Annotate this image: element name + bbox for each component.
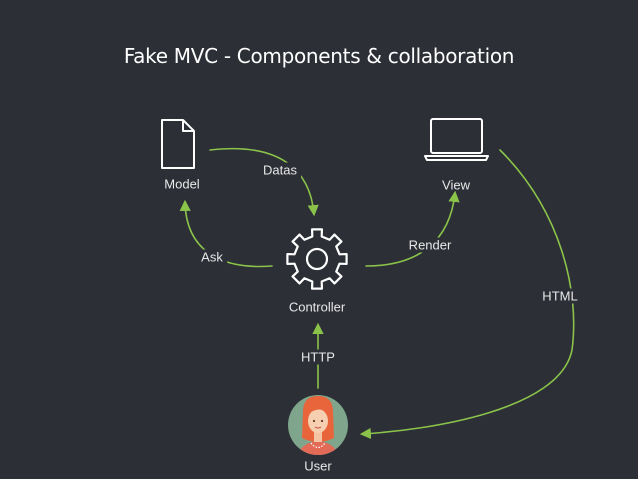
arrow-html xyxy=(359,149,575,440)
arrow-datas xyxy=(209,147,319,217)
edge-label-datas: Datas xyxy=(259,162,301,178)
laptop-icon xyxy=(424,118,489,161)
view-label: View xyxy=(442,177,470,193)
document-icon xyxy=(161,119,195,169)
slide-title: Fake MVC - Components & collaboration xyxy=(123,44,515,68)
model-label: Model xyxy=(164,176,200,192)
edge-label-http: HTTP xyxy=(297,349,339,365)
user-avatar-icon xyxy=(288,395,348,455)
edge-label-ask: Ask xyxy=(197,249,227,265)
user-label: User xyxy=(304,458,332,474)
gear-icon xyxy=(286,228,348,290)
arrow-render xyxy=(365,190,460,267)
edge-label-render: Render xyxy=(404,237,456,253)
edge-label-html: HTML xyxy=(538,288,582,304)
controller-label: Controller xyxy=(288,299,346,315)
